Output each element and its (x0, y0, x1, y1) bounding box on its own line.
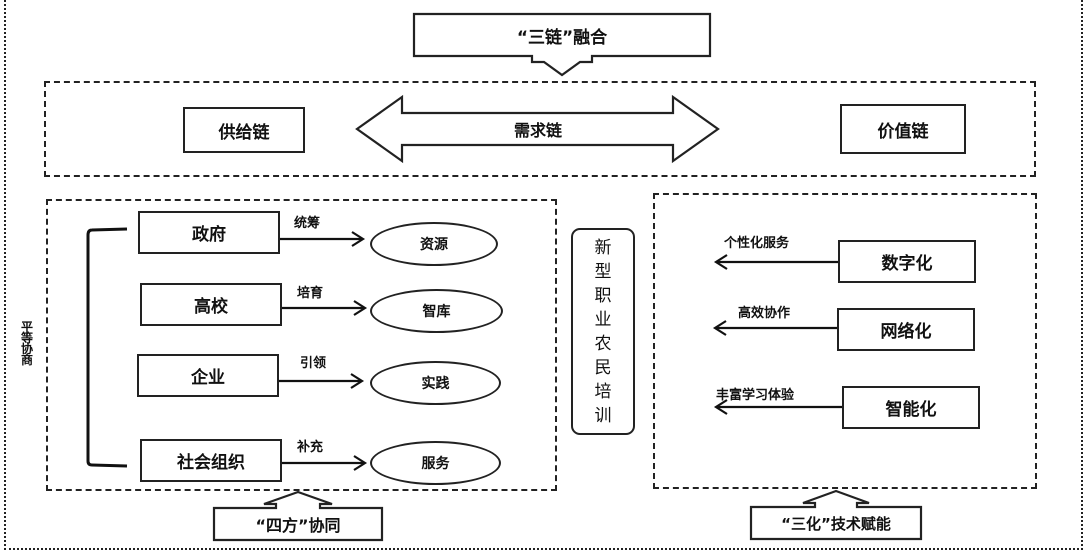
side-label-char: 等 (20, 331, 33, 345)
tech-empowerment-callout-shape (749, 489, 923, 541)
center-char: 培 (594, 381, 612, 402)
demand-chain-double-arrow (355, 94, 720, 164)
center-char: 职 (594, 285, 612, 306)
center-char: 民 (594, 357, 612, 378)
arrow-right-icon (280, 231, 366, 247)
actor-label: 高校 (194, 297, 228, 317)
tech-box-digital: 数字化 (838, 240, 976, 283)
arrow-right-icon (279, 373, 365, 389)
effect-label: 丰富学习体验 (716, 388, 795, 403)
tech-box-intelligent: 智能化 (842, 386, 980, 429)
tech-empowerment-panel (653, 193, 1037, 489)
demand-chain-label: 需求链 (513, 121, 562, 140)
result-label: 服务 (421, 456, 450, 472)
actor-box-university: 高校 (140, 283, 282, 326)
side-label-char: 平 (20, 320, 33, 334)
actor-box-social-org: 社会组织 (140, 439, 282, 482)
actor-label: 企业 (191, 368, 225, 388)
tech-label: 数字化 (881, 254, 933, 274)
fusion-label: “三链”融合 (516, 27, 608, 48)
value-chain-label: 价值链 (877, 121, 929, 142)
outer-frame (4, 0, 1083, 550)
result-ellipse-service: 服务 (370, 441, 501, 485)
tech-empowerment-label: “三化”技术赋能 (781, 514, 891, 533)
actor-box-enterprise: 企业 (137, 354, 279, 397)
side-label-char: 商 (20, 353, 33, 367)
result-ellipse-practice: 实践 (370, 361, 501, 405)
action-label: 统筹 (294, 216, 321, 231)
chains-container (44, 81, 1036, 177)
action-label: 培育 (297, 286, 324, 301)
fusion-callout-shape (412, 12, 712, 77)
effect-label: 高效协作 (738, 306, 791, 321)
supply-chain-box: 供给链 (183, 107, 305, 153)
result-label: 实践 (421, 376, 450, 392)
actor-box-government: 政府 (138, 211, 280, 254)
supply-chain-label: 供给链 (218, 122, 270, 143)
center-char: 新 (594, 237, 612, 258)
tech-box-network: 网络化 (837, 308, 975, 351)
arrow-right-icon (282, 455, 368, 471)
side-label-char: 协 (20, 342, 33, 356)
center-char: 训 (594, 405, 612, 426)
four-parties-label: “四方”协同 (255, 516, 341, 535)
result-ellipse-resources: 资源 (370, 222, 498, 266)
tech-label: 智能化 (885, 400, 937, 420)
action-label: 引领 (300, 356, 327, 371)
arrow-left-icon (713, 399, 845, 415)
arrow-right-icon (282, 300, 368, 316)
effect-label: 个性化服务 (724, 236, 790, 251)
actor-label: 社会组织 (177, 453, 245, 473)
center-char: 业 (594, 309, 612, 330)
actor-label: 政府 (192, 225, 226, 245)
four-parties-panel (46, 199, 557, 491)
new-farmer-training-box: 新 型 职 业 农 民 培 训 (571, 228, 635, 435)
equal-consultation-label: 平 等 协 商 (20, 320, 34, 367)
result-label: 智库 (422, 304, 451, 320)
four-parties-callout-shape (212, 490, 384, 542)
bracket-line (86, 227, 128, 468)
result-ellipse-think-tank: 智库 (370, 289, 503, 333)
arrow-left-icon (712, 320, 840, 336)
result-label: 资源 (420, 237, 448, 253)
value-chain-box: 价值链 (840, 104, 966, 154)
arrow-left-icon (713, 254, 841, 270)
action-label: 补充 (297, 440, 324, 455)
center-char: 农 (594, 333, 612, 354)
center-char: 型 (594, 261, 612, 282)
tech-label: 网络化 (880, 322, 932, 342)
